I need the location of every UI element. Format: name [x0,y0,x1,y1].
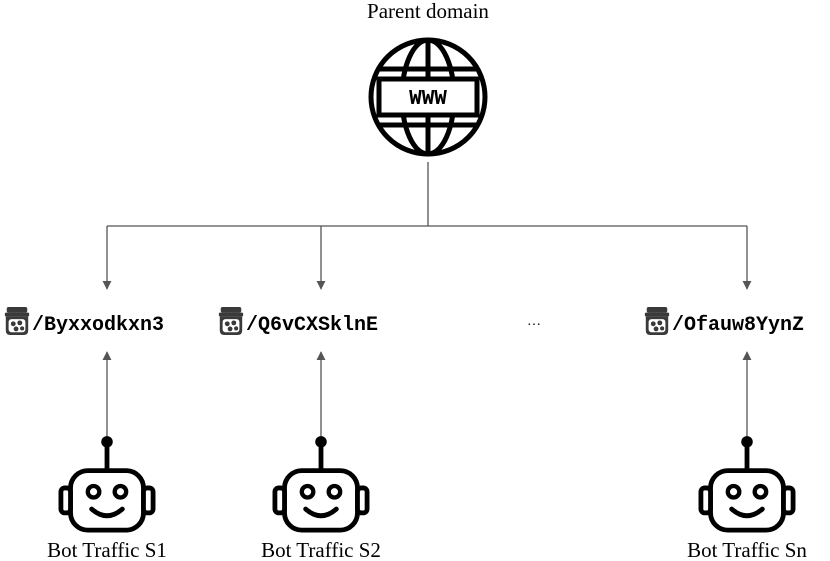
globe-www-icon: WWW [368,37,488,157]
bot-label-1: Bot Traffic S1 [47,538,167,561]
ellipsis: … [527,314,541,329]
parent-connectors [102,162,752,290]
parent-domain-label: Parent domain [367,0,489,23]
www-text: WWW [409,88,447,111]
subpath-label-1: /Byxxodkxn3 [32,314,164,337]
bot-label-2: Bot Traffic S2 [261,538,381,561]
subpath-node-1: /Byxxodkxn3 [4,307,164,337]
subpath-label-3: /Ofauw8YynZ [672,314,804,337]
subpath-node-3: /Ofauw8YynZ [644,307,804,337]
jar-icon [4,307,30,335]
bot-connectors [102,351,752,440]
robot-icon [275,436,367,530]
subpath-node-2: /Q6vCXSklnE [218,307,378,337]
subpath-label-2: /Q6vCXSklnE [246,314,378,337]
jar-icon [218,307,244,335]
robot-icon [701,436,793,530]
robot-icon [61,436,153,530]
bot-label-3: Bot Traffic Sn [687,538,807,561]
jar-icon [644,307,670,335]
